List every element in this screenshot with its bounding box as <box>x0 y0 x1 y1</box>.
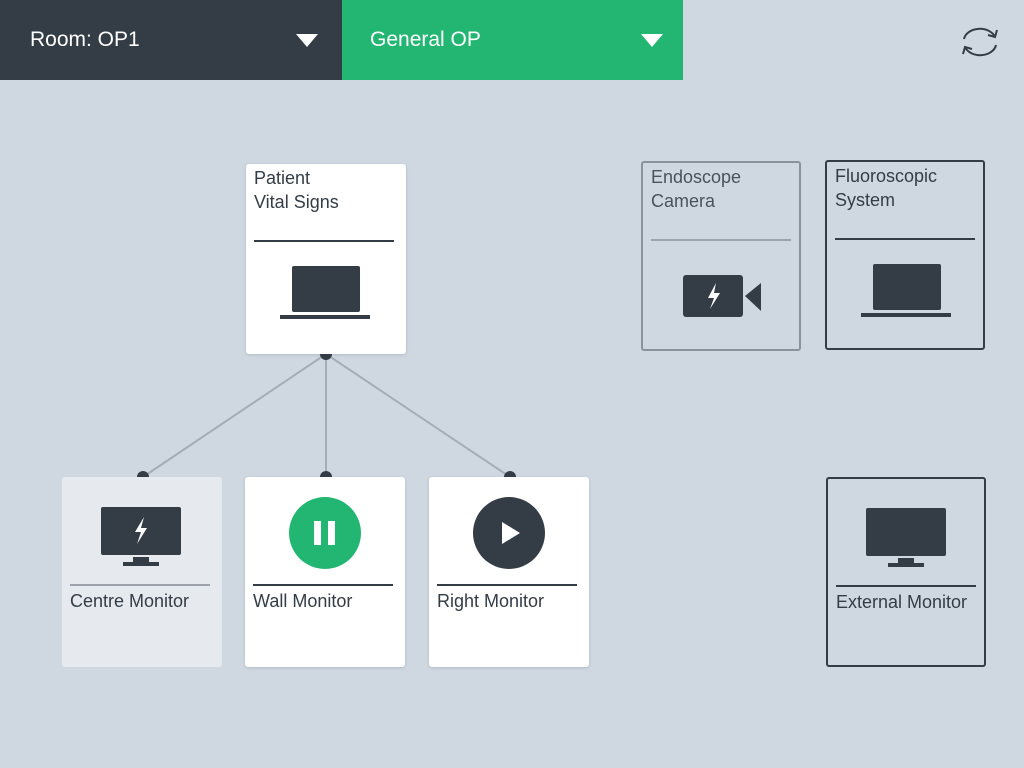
connection-line <box>325 353 511 478</box>
play-icon <box>502 522 520 544</box>
play-button[interactable] <box>473 497 545 569</box>
refresh-button[interactable] <box>958 22 1002 62</box>
divider <box>836 585 976 587</box>
lightning-icon <box>708 283 720 309</box>
pause-icon <box>314 521 335 545</box>
video-camera-icon <box>683 275 761 317</box>
display-tile-right-monitor[interactable]: Right Monitor <box>429 477 589 667</box>
divider <box>70 584 210 586</box>
lightning-icon <box>135 517 147 544</box>
source-tile-endoscope-camera[interactable]: Endoscope Camera <box>641 161 801 351</box>
pause-button[interactable] <box>289 497 361 569</box>
divider <box>253 584 393 586</box>
chevron-down-icon <box>296 33 318 47</box>
divider <box>835 238 975 240</box>
source-tile-patient-vital-signs[interactable]: Patient Vital Signs <box>246 164 406 354</box>
display-label: Centre Monitor <box>70 591 190 611</box>
display-tile-wall-monitor[interactable]: Wall Monitor <box>245 477 405 667</box>
display-label: Right Monitor <box>437 591 545 611</box>
source-label: Fluoroscopic System <box>835 166 938 210</box>
monitor-icon <box>866 508 946 567</box>
source-label: Endoscope Camera <box>651 167 742 211</box>
source-tile-fluoroscopic-system[interactable]: Fluoroscopic System <box>825 160 985 350</box>
divider <box>437 584 577 586</box>
top-bar: Room: OP1 General OP <box>0 0 683 80</box>
display-label: External Monitor <box>836 592 968 612</box>
procedure-mode-dropdown[interactable]: General OP <box>342 0 683 80</box>
procedure-mode-label: General OP <box>370 28 481 51</box>
divider <box>651 239 791 241</box>
laptop-icon <box>861 264 951 317</box>
display-tile-centre-monitor[interactable]: Centre Monitor <box>62 477 222 667</box>
laptop-icon <box>280 266 370 319</box>
source-label: Patient Vital Signs <box>254 168 339 212</box>
room-selector-label: Room: OP1 <box>30 28 140 51</box>
monitor-icon <box>101 507 181 566</box>
display-label: Wall Monitor <box>253 591 353 611</box>
chevron-down-icon <box>641 33 663 47</box>
refresh-icon <box>962 27 998 57</box>
room-selector-dropdown[interactable]: Room: OP1 <box>0 0 342 80</box>
display-tile-external-monitor[interactable]: External Monitor <box>826 477 986 667</box>
divider <box>254 240 394 242</box>
connection-line <box>142 353 327 478</box>
